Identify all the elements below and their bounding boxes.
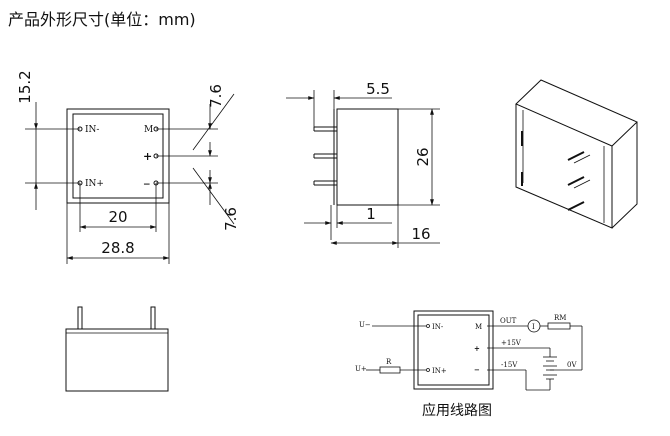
pin-label-plus: + <box>143 150 152 163</box>
pin-label-in-plus: IN+ <box>85 179 104 189</box>
dim-pin-offset: 5.5 <box>366 80 390 98</box>
label-u-minus: U− <box>359 321 371 329</box>
bottom-pin-right <box>150 306 156 330</box>
pin-label-minus: − <box>143 180 151 190</box>
side-body <box>336 108 399 206</box>
bottom-pin-left <box>77 306 83 330</box>
circuit-pin-in-minus: IN- <box>432 323 444 331</box>
label-0v: 0V <box>567 361 577 369</box>
dim-pitch-bottom: 7.6 <box>222 207 240 231</box>
side-view: 5.5 26 1 16 <box>286 80 440 248</box>
bottom-side-view <box>65 306 169 392</box>
dim-pitch-top: 7.6 <box>207 84 225 108</box>
resistor-r <box>379 366 401 374</box>
label-minus15v: -15V <box>501 361 518 369</box>
dim-depth: 16 <box>411 225 430 243</box>
dim-width: 28.8 <box>101 239 134 257</box>
dim-height-side: 26 <box>414 147 432 166</box>
circuit-pin-in-plus: IN+ <box>432 367 447 375</box>
label-plus15v: +15V <box>501 339 522 347</box>
bottom-body <box>65 328 169 392</box>
front-view: IN- IN+ M + − 15.2 7.6 7.6 20 28.8 <box>16 70 240 264</box>
label-rm: RM <box>554 314 566 322</box>
dim-pin-width: 1 <box>366 205 376 223</box>
label-u-plus: U+ <box>355 365 367 373</box>
page-title: 产品外形尺寸(单位：mm) <box>8 10 196 29</box>
resistor-rm <box>547 322 571 330</box>
circuit-module-outer <box>413 310 494 390</box>
dim-height-front: 15.2 <box>16 70 34 103</box>
pin-label-m: M <box>144 125 153 135</box>
isometric-view <box>515 79 638 229</box>
pin-label-in-minus: IN- <box>85 125 99 135</box>
application-circuit: U− IN- U+ R IN+ M + − OUT I RM +15V 0V <box>355 310 583 419</box>
circuit-pin-plus: + <box>474 344 480 353</box>
dim-pin-row-spacing: 20 <box>108 208 127 226</box>
circuit-module-inner <box>417 314 490 386</box>
label-out: OUT <box>500 317 517 325</box>
circuit-pin-m: M <box>475 323 482 331</box>
label-r: R <box>386 358 392 366</box>
meter-symbol: I <box>532 323 535 331</box>
circuit-caption: 应用线路图 <box>422 402 492 419</box>
circuit-pin-minus: − <box>474 365 480 374</box>
